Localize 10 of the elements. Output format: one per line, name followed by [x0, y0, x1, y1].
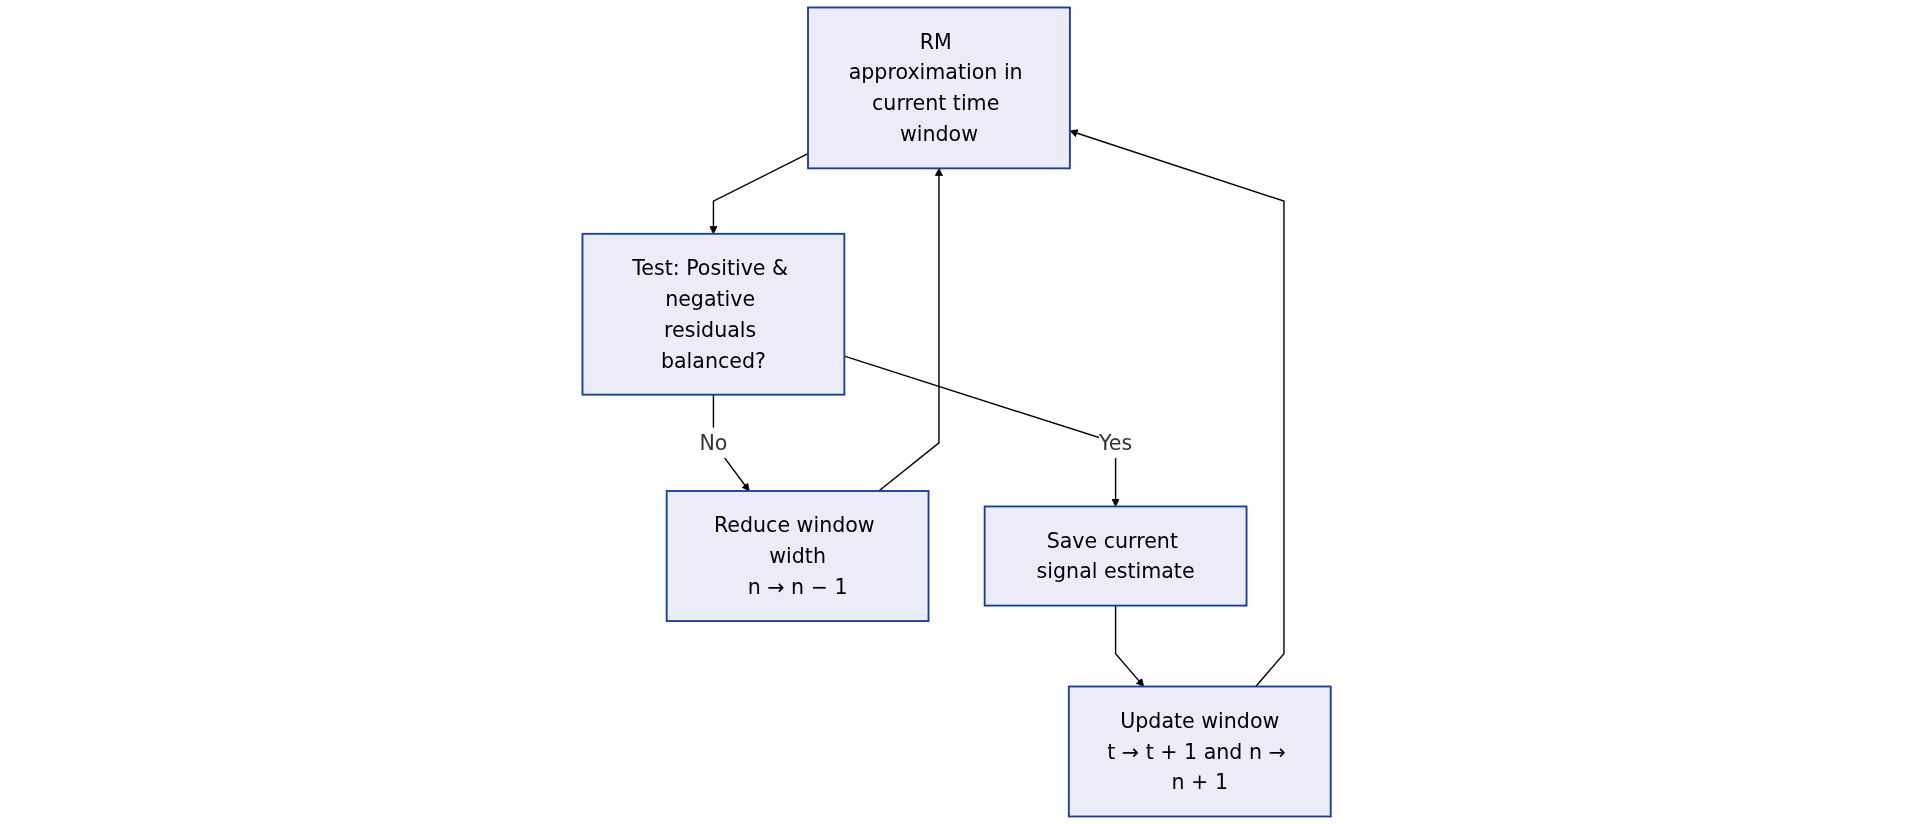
edge-label: Yes — [1098, 431, 1133, 455]
arrow — [877, 168, 943, 492]
node-box: Reduce window width n → n − 1 — [665, 490, 930, 622]
arrow — [1114, 604, 1145, 687]
node-box: Update window t → t + 1 and n → n + 1 — [1067, 685, 1332, 818]
node-box: RM approximation in current time window — [806, 6, 1071, 170]
edge-label: No — [699, 431, 728, 455]
node-box: Save current signal estimate — [983, 505, 1248, 607]
node-box: Test: Positive & negative residuals balanced? — [581, 232, 846, 396]
arrow — [1069, 129, 1285, 688]
